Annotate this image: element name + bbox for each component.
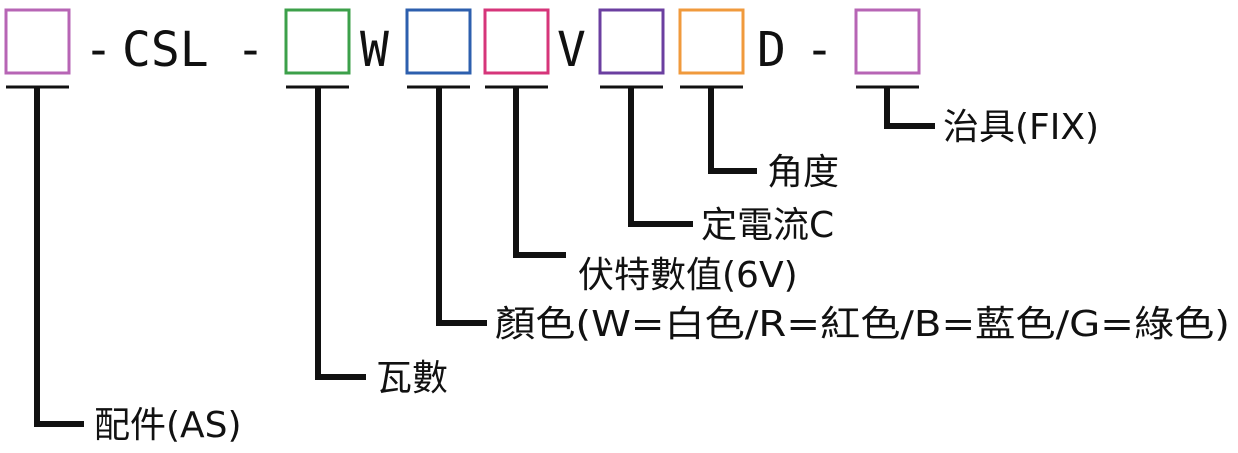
label-watt: 瓦數 (376, 358, 448, 399)
box-angle (678, 8, 745, 75)
box-voltage (483, 8, 550, 75)
code-csl: CSL (122, 22, 209, 78)
leader-angle (708, 87, 757, 174)
label-voltage: 伏特數值(6V) (578, 255, 798, 296)
label-current: 定電流C (701, 205, 834, 246)
box-fix (854, 8, 921, 75)
box-watt (284, 8, 351, 75)
leader-color (436, 87, 487, 326)
label-fix: 治具(FIX) (943, 107, 1099, 148)
code-dash-2: - (236, 22, 265, 78)
code-dash-1: - (84, 22, 113, 78)
code-v: V (557, 22, 586, 78)
leader-watt (315, 87, 366, 380)
label-angle: 角度 (767, 152, 839, 193)
leader-fix (884, 87, 935, 129)
box-current (598, 8, 665, 75)
code-dash-3: - (805, 22, 834, 78)
leader-as (34, 87, 84, 427)
code-w: W (360, 22, 389, 78)
code-d: D (757, 22, 786, 78)
label-as: 配件(AS) (94, 405, 242, 446)
box-color (405, 8, 472, 75)
leader-voltage (513, 87, 566, 258)
leader-current (628, 87, 693, 227)
label-color: 顏色(W=白色/R=紅色/B=藍色/G=綠色) (495, 304, 1230, 345)
box-as (4, 8, 71, 75)
